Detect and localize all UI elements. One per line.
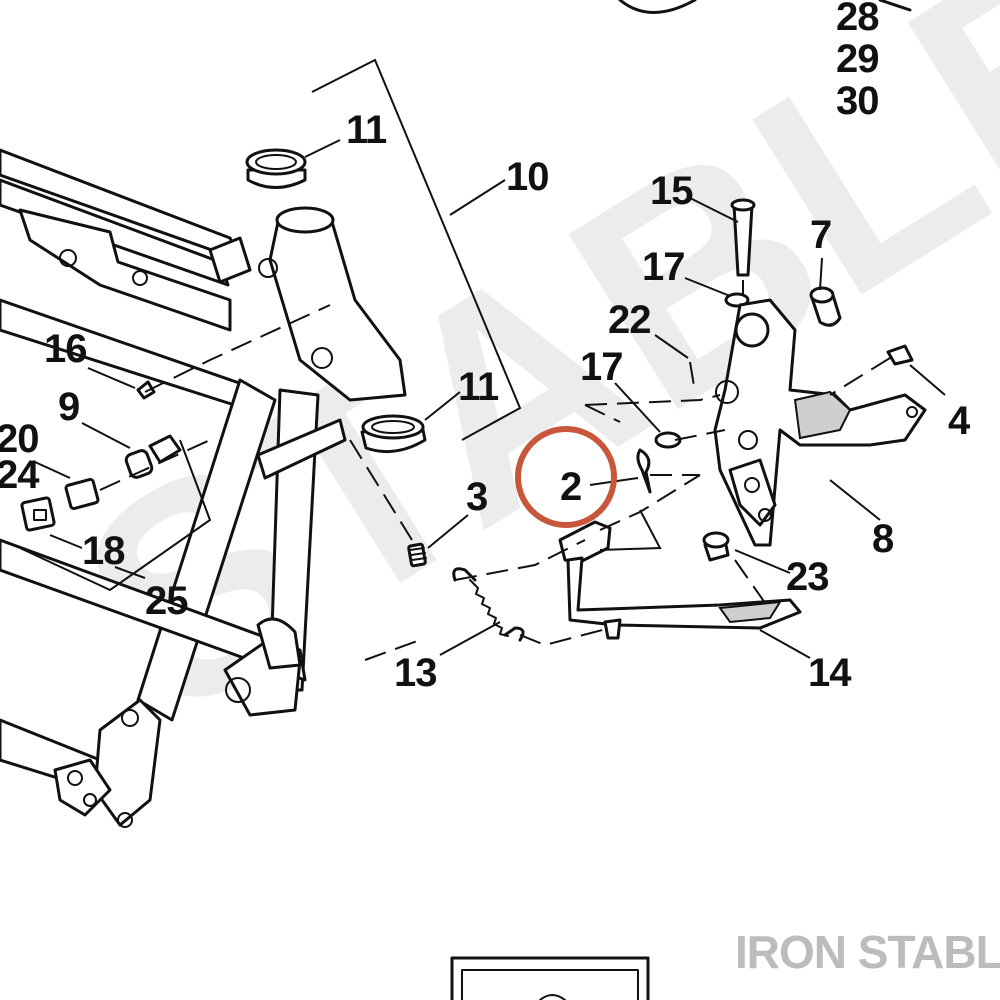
grease-fitting <box>136 380 156 400</box>
callout-13: 13 <box>394 651 437 695</box>
callout-17-lower: 17 <box>580 345 623 389</box>
cotter-pin <box>636 448 652 494</box>
callout-18: 18 <box>82 529 125 573</box>
bearing-race-upper <box>245 148 307 189</box>
callout-16: 16 <box>44 327 87 371</box>
callout-14: 14 <box>808 651 852 695</box>
callout-4: 4 <box>948 399 971 443</box>
callout-15: 15 <box>650 169 693 213</box>
callout-9: 9 <box>58 385 79 429</box>
spring <box>452 567 525 642</box>
highlight-circle <box>515 426 617 528</box>
callout-28: 28 <box>836 0 879 39</box>
callout-11-lower: 11 <box>458 365 499 409</box>
rubber-bumper <box>702 531 730 562</box>
bracket-10 <box>311 58 522 441</box>
callout-17-upper: 17 <box>642 245 685 289</box>
bushing <box>809 286 842 327</box>
callout-10: 10 <box>506 155 549 199</box>
pivot-pin <box>730 198 756 277</box>
bearing-race-lower <box>360 414 427 454</box>
callout-2: 2 <box>560 465 581 509</box>
leader-lines <box>34 139 946 659</box>
callout-29: 29 <box>836 37 879 81</box>
washer-upper <box>724 292 750 308</box>
callout-3: 3 <box>466 475 487 519</box>
partial-part <box>618 0 697 14</box>
kickstand-leg <box>558 520 802 640</box>
mount-bracket <box>713 298 927 547</box>
partial-box <box>450 956 650 1000</box>
callout-30: 30 <box>836 79 879 123</box>
brand-label: IRON STABLE <box>735 926 1000 978</box>
frame <box>0 148 407 828</box>
switch-parts <box>20 434 182 532</box>
callout-22: 22 <box>608 298 651 342</box>
callout-7: 7 <box>810 213 831 257</box>
callout-8: 8 <box>872 517 894 561</box>
bolt <box>886 344 914 366</box>
callout-11-upper: 11 <box>346 108 387 152</box>
callouts: 28 29 30 11 10 15 7 17 22 16 17 11 9 4 2… <box>0 0 972 695</box>
set-screw <box>407 542 427 568</box>
callout-23: 23 <box>786 555 829 599</box>
callout-25: 25 <box>145 579 188 623</box>
callout-20: 20 <box>0 417 39 461</box>
callout-24: 24 <box>0 453 40 497</box>
